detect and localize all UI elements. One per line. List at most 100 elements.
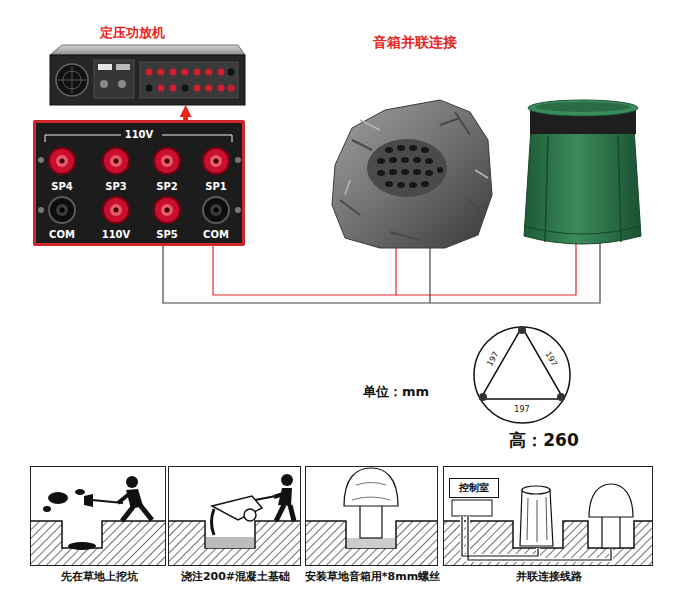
terminal-label: COM <box>190 227 242 242</box>
amplifier-unit <box>170 69 177 76</box>
black-terminal <box>210 204 222 216</box>
amplifier-unit <box>98 64 112 70</box>
mounting-diagram <box>474 326 570 423</box>
red-terminal <box>161 204 173 216</box>
amplifier-unit <box>206 69 213 76</box>
red-terminal <box>114 159 119 164</box>
red-terminal <box>49 148 75 174</box>
dimension-value: 197 <box>486 350 502 368</box>
box-label: 控制室 <box>450 479 498 497</box>
amplifier-unit <box>158 85 165 92</box>
rock-speaker <box>409 145 417 151</box>
step-caption: 浇注200#混凝土基础 <box>139 570 332 584</box>
amplifier-unit <box>50 45 245 55</box>
black-terminal <box>49 197 75 223</box>
amplifier-unit <box>194 69 201 76</box>
step-dig <box>118 494 129 503</box>
terminal-panel <box>235 157 241 163</box>
step-dig <box>75 489 85 495</box>
terminal-panel <box>235 207 241 213</box>
terminal-label: SP1 <box>190 179 242 194</box>
amplifier-unit <box>118 80 126 88</box>
rock-speaker <box>389 157 397 163</box>
terminal-label: SP4 <box>36 179 88 194</box>
step-caption: 先在草地上挖坑 <box>1 570 197 584</box>
amplifier-unit <box>194 85 201 92</box>
speaker-wire <box>163 240 600 303</box>
rock-speaker <box>377 170 385 176</box>
step-wiring <box>602 516 620 548</box>
step-concrete <box>276 505 284 521</box>
step-dig <box>126 476 138 488</box>
rock-speaker <box>332 100 492 248</box>
amplifier-unit <box>182 85 189 92</box>
step-install <box>306 468 437 565</box>
step-dig <box>84 494 93 507</box>
step-dig <box>48 492 68 504</box>
mounting-diagram <box>479 393 487 401</box>
terminal-label: COM <box>36 227 88 242</box>
terminal-panel <box>33 120 245 246</box>
step-concrete <box>206 537 254 548</box>
step-concrete <box>169 521 300 548</box>
rock-speaker <box>409 182 417 188</box>
terminal-label: 110V <box>88 227 144 242</box>
section-title: 音箱并联连接 <box>373 34 457 50</box>
garden-speaker <box>524 128 641 244</box>
step-concrete <box>290 505 294 521</box>
step-wiring <box>520 490 553 546</box>
rock-speaker <box>425 158 433 164</box>
label-anchor: 197 <box>543 350 559 368</box>
step-concrete <box>169 474 300 565</box>
garden-speaker <box>528 100 638 116</box>
red-terminal <box>56 155 68 167</box>
amplifier-box: 定压功放机 <box>50 24 245 105</box>
amplifier-unit <box>218 69 225 76</box>
rock-speaker <box>397 182 405 188</box>
terminal-label: SP2 <box>144 179 190 194</box>
amplifier-unit <box>158 69 165 76</box>
terminal-panel <box>45 135 46 142</box>
rock-speaker <box>401 169 409 175</box>
amplifier-unit <box>218 85 225 92</box>
device-heading: 定压功放机 <box>100 24 245 42</box>
amplifier-unit <box>50 45 245 105</box>
step-dig <box>140 505 152 520</box>
control-room-box: 控制室 <box>449 478 499 498</box>
amplifier-unit <box>100 80 108 88</box>
red-terminal <box>49 148 229 223</box>
red-terminal <box>60 159 65 164</box>
rock-speaker <box>421 147 429 153</box>
amplifier-unit <box>140 62 238 98</box>
rock-speaker <box>389 169 397 175</box>
black-terminal <box>60 208 65 213</box>
mounting-diagram <box>518 326 526 334</box>
step-dig <box>31 521 165 548</box>
step-install <box>352 483 390 501</box>
amplifier-unit <box>116 64 130 70</box>
red-terminal <box>114 208 119 213</box>
black-terminal <box>214 208 219 213</box>
dimension-value: 197 <box>543 350 559 368</box>
step-concrete <box>244 509 256 521</box>
red-terminal <box>103 197 129 223</box>
amplifier-unit <box>206 85 213 92</box>
label-anchor: 单位：mm <box>363 385 429 400</box>
amplifier-unit <box>146 85 153 92</box>
terminal-label: SP5 <box>144 227 190 242</box>
step-wiring <box>527 497 547 542</box>
garden-speaker <box>524 100 641 244</box>
terminal-label: 110V <box>36 127 242 143</box>
step-concrete <box>274 494 283 497</box>
amplifier-unit <box>228 69 235 76</box>
garden-speaker <box>545 136 548 242</box>
step-wiring <box>522 486 550 494</box>
step-concrete <box>169 521 300 565</box>
speaker-wire <box>163 242 600 303</box>
rock-speaker <box>401 157 409 163</box>
amplifier-unit <box>228 85 235 92</box>
amplifier-unit <box>182 69 189 76</box>
rock-speaker <box>425 170 433 176</box>
rock-speaker <box>437 167 443 173</box>
